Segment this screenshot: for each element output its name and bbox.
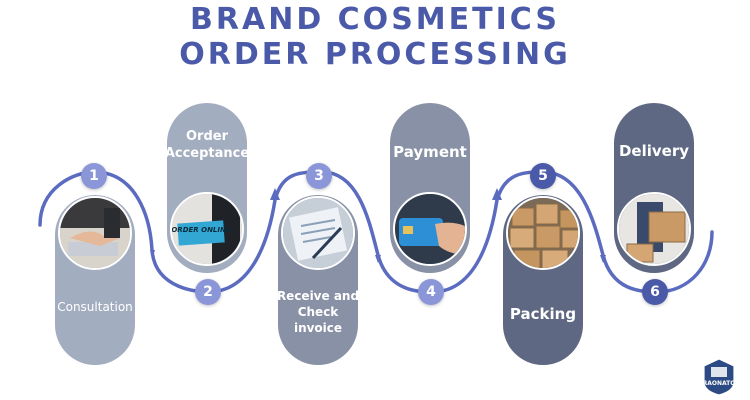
step-1-number-badge: 1: [81, 163, 107, 189]
step-4-photo: [393, 192, 467, 266]
invoice-icon: [283, 198, 353, 268]
title-line-1: BRAND COSMETICS: [190, 2, 560, 37]
step-5-number-badge: 5: [530, 163, 556, 189]
step-2-label: Order Acceptance: [164, 129, 250, 161]
logo-text: RAONATO: [702, 380, 736, 387]
step-3-number-badge: 3: [306, 163, 332, 189]
step-4-number-badge: 4: [418, 279, 444, 305]
step-1-label: Consultation: [57, 300, 133, 314]
step-6-photo: [617, 192, 691, 266]
step-2-number-badge: 2: [195, 279, 221, 305]
order-online-text: ORDER ONLINE: [172, 226, 231, 234]
step-5-photo: [506, 196, 580, 270]
step-4-label: Payment: [393, 143, 467, 161]
step-3-photo: [281, 196, 355, 270]
step-6-label: Delivery: [618, 142, 690, 160]
shield-logo-icon: [703, 358, 735, 396]
step-5-label: Packing: [509, 305, 577, 323]
brand-logo: RAONATO: [700, 358, 738, 396]
delivery-box-icon: [619, 194, 689, 264]
step-3-label: Receive and Check invoice: [276, 289, 360, 335]
step-1-photo: [58, 196, 132, 270]
title-line-2: ORDER PROCESSING: [179, 37, 571, 72]
credit-card-icon: [395, 194, 465, 264]
step-6-number-badge: 6: [642, 279, 668, 305]
step-2-photo: ORDER ONLINE: [170, 192, 244, 266]
order-online-sign-icon: ORDER ONLINE: [172, 194, 242, 264]
boxes-icon: [508, 198, 578, 268]
